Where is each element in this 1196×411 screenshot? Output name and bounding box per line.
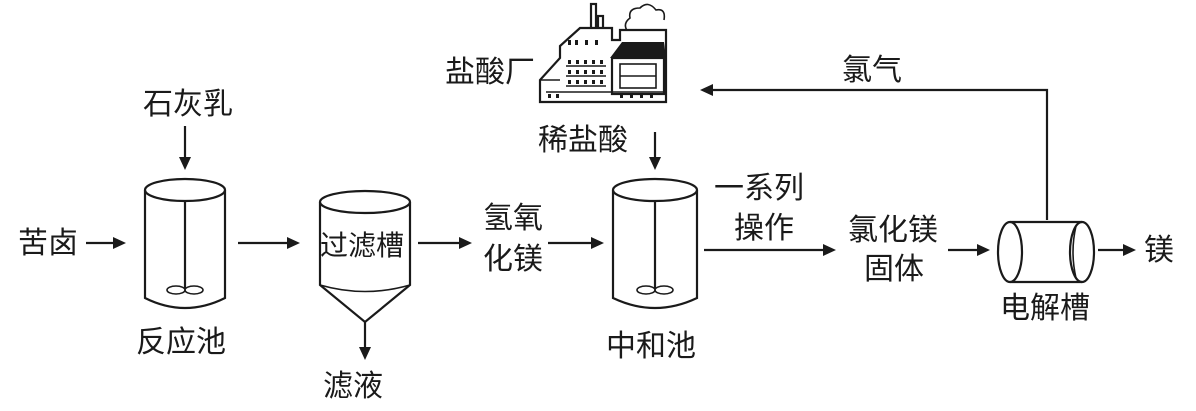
arrow-hcl-down xyxy=(649,132,661,170)
label-mg-hydroxide-line1: 氢氧 xyxy=(483,201,543,236)
label-mgcl2-line2: 固体 xyxy=(864,252,924,287)
arrow-lime-down xyxy=(179,126,191,170)
label-operations-line2: 操作 xyxy=(734,211,794,246)
arrow-mgoh-to-neutralizer xyxy=(548,237,604,249)
label-mg-hydroxide-line2: 化镁 xyxy=(483,242,543,277)
label-mgcl2-line1: 氯化镁 xyxy=(848,213,938,248)
arrow-reactor-to-filter xyxy=(238,237,300,249)
electrolyzer-cell xyxy=(996,220,1096,284)
label-electrolyzer: 电解槽 xyxy=(1000,291,1090,326)
label-filter-tank: 过滤槽 xyxy=(320,229,404,262)
label-dilute-hcl: 稀盐酸 xyxy=(538,123,628,158)
label-lime-milk: 石灰乳 xyxy=(143,87,233,122)
arrow-neutralizer-to-mgcl2 xyxy=(704,244,836,256)
stirrer-neutralizer xyxy=(636,200,674,295)
label-raw-material: 苦卤 xyxy=(18,226,78,261)
label-product-mg: 镁 xyxy=(1144,233,1174,268)
neutralizer-tank xyxy=(611,177,699,310)
label-reactor: 反应池 xyxy=(136,325,226,360)
stirrer xyxy=(166,200,204,295)
label-neutralizer: 中和池 xyxy=(606,329,696,364)
factory-icon xyxy=(538,2,668,104)
arrow-electrolyzer-to-mg xyxy=(1098,244,1136,256)
label-filtrate: 滤液 xyxy=(323,369,383,404)
arrow-chlorine-recycle xyxy=(700,84,1049,220)
arrow-filter-down xyxy=(359,322,371,360)
label-acid-plant: 盐酸厂 xyxy=(445,55,535,90)
reactor-tank xyxy=(143,177,227,310)
label-chlorine: 氯气 xyxy=(842,53,902,88)
arrow-filter-to-mgoh xyxy=(418,237,472,249)
label-operations-line1: 一系列 xyxy=(714,171,804,206)
arrow-mgcl2-to-electrolyzer xyxy=(948,244,990,256)
arrow-raw-to-reactor xyxy=(86,237,126,249)
